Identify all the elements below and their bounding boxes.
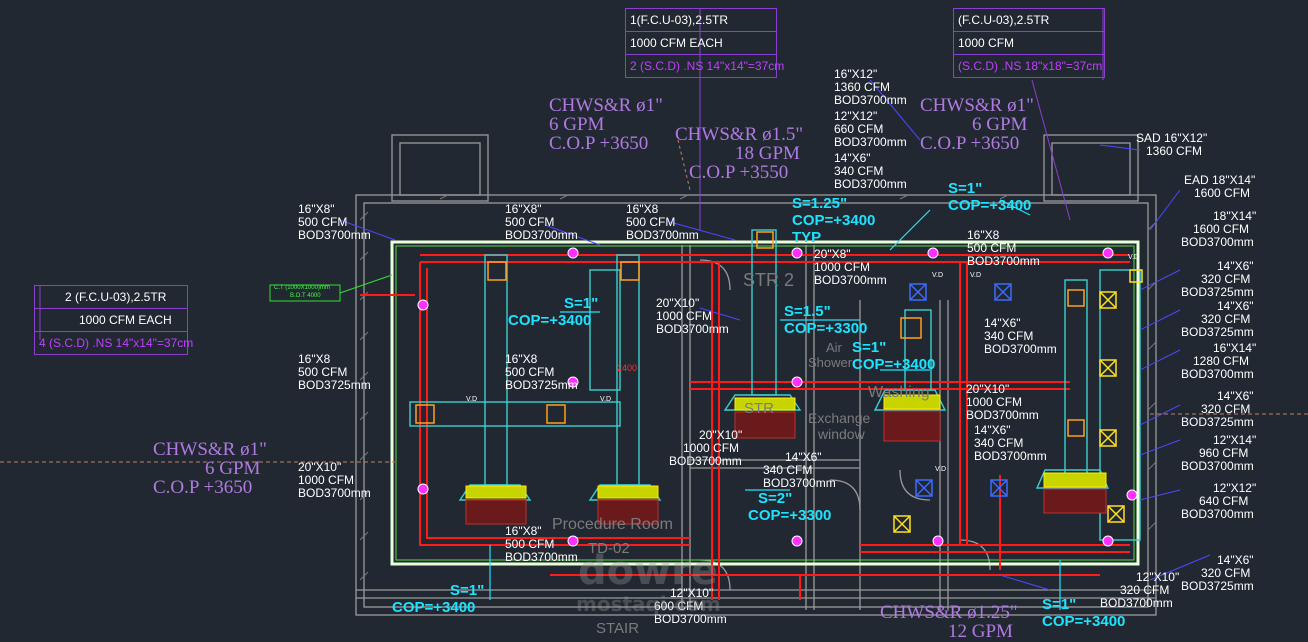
cleanroom-inner (395, 245, 1135, 561)
room-name: STAIR (596, 620, 640, 637)
pipe-note: S=1"COP=+3400 (392, 582, 485, 616)
exhaust-grilles (893, 269, 1143, 533)
watermark-site: mostaqi.com (576, 592, 721, 616)
purple-leaders (39, 8, 1104, 340)
room-name: window (818, 426, 865, 442)
air-device-label: EAD 18"X14"1600 CFM (1184, 173, 1256, 200)
vd-tag: V.D (932, 272, 944, 279)
dampers (909, 283, 1012, 497)
note-leaders (489, 199, 1061, 610)
diffusers (415, 231, 1085, 437)
pipe-note: S=1"COP=+3400 (1042, 596, 1126, 630)
vd-tag: V.D (1128, 254, 1140, 261)
room-name: Shower (808, 355, 853, 370)
room-name: Washing (868, 384, 930, 401)
pipe-note: S=1"COP=+3400 (852, 339, 936, 373)
leader-dash (677, 139, 691, 191)
vd-tag: V.D (600, 396, 612, 403)
chws-note: CHWS&R ø1.25"12 GPM (880, 602, 1018, 642)
tag-text-2: B.O.T 4000 (290, 293, 321, 299)
room-name: Procedure Room (552, 516, 673, 533)
chws-piping (360, 254, 1130, 600)
fcu-units (465, 410, 1107, 525)
supply-ducts (409, 229, 1141, 541)
vd-tag: V.D (935, 466, 947, 473)
tag-text-1: C.T (1000X1000)mm (274, 285, 330, 291)
room-name: Air (826, 340, 842, 355)
building-walls (355, 134, 1157, 616)
leaders (339, 79, 1211, 591)
watermark-logo: dowre (578, 548, 718, 594)
cleanroom-boundary (390, 240, 1140, 566)
vd-tag: V.D (970, 272, 982, 279)
vd-tag: V.D (466, 396, 478, 403)
tag-leader (339, 274, 393, 294)
pipe-note: S=1"COP=+3400 (948, 180, 1032, 214)
room-name: STR (744, 400, 774, 417)
room-name: TD-02 (588, 540, 630, 557)
air-device-label: SAD 16"X12"1360 CFM (1136, 131, 1208, 158)
room-name: Exchange (808, 410, 871, 426)
pipe-note: S=2"COP=+3300 (748, 490, 832, 524)
pipe-note: S=1"COP=+3400 (508, 295, 599, 329)
ceiling-points (417, 247, 1138, 547)
wall-hatch (359, 194, 1157, 581)
room-name: STR 2 (743, 270, 795, 290)
air-devices (465, 394, 1107, 499)
pipe-note: S=1.5"COP=+3300 (784, 303, 868, 337)
elevation-tag: 2400 (617, 363, 638, 373)
